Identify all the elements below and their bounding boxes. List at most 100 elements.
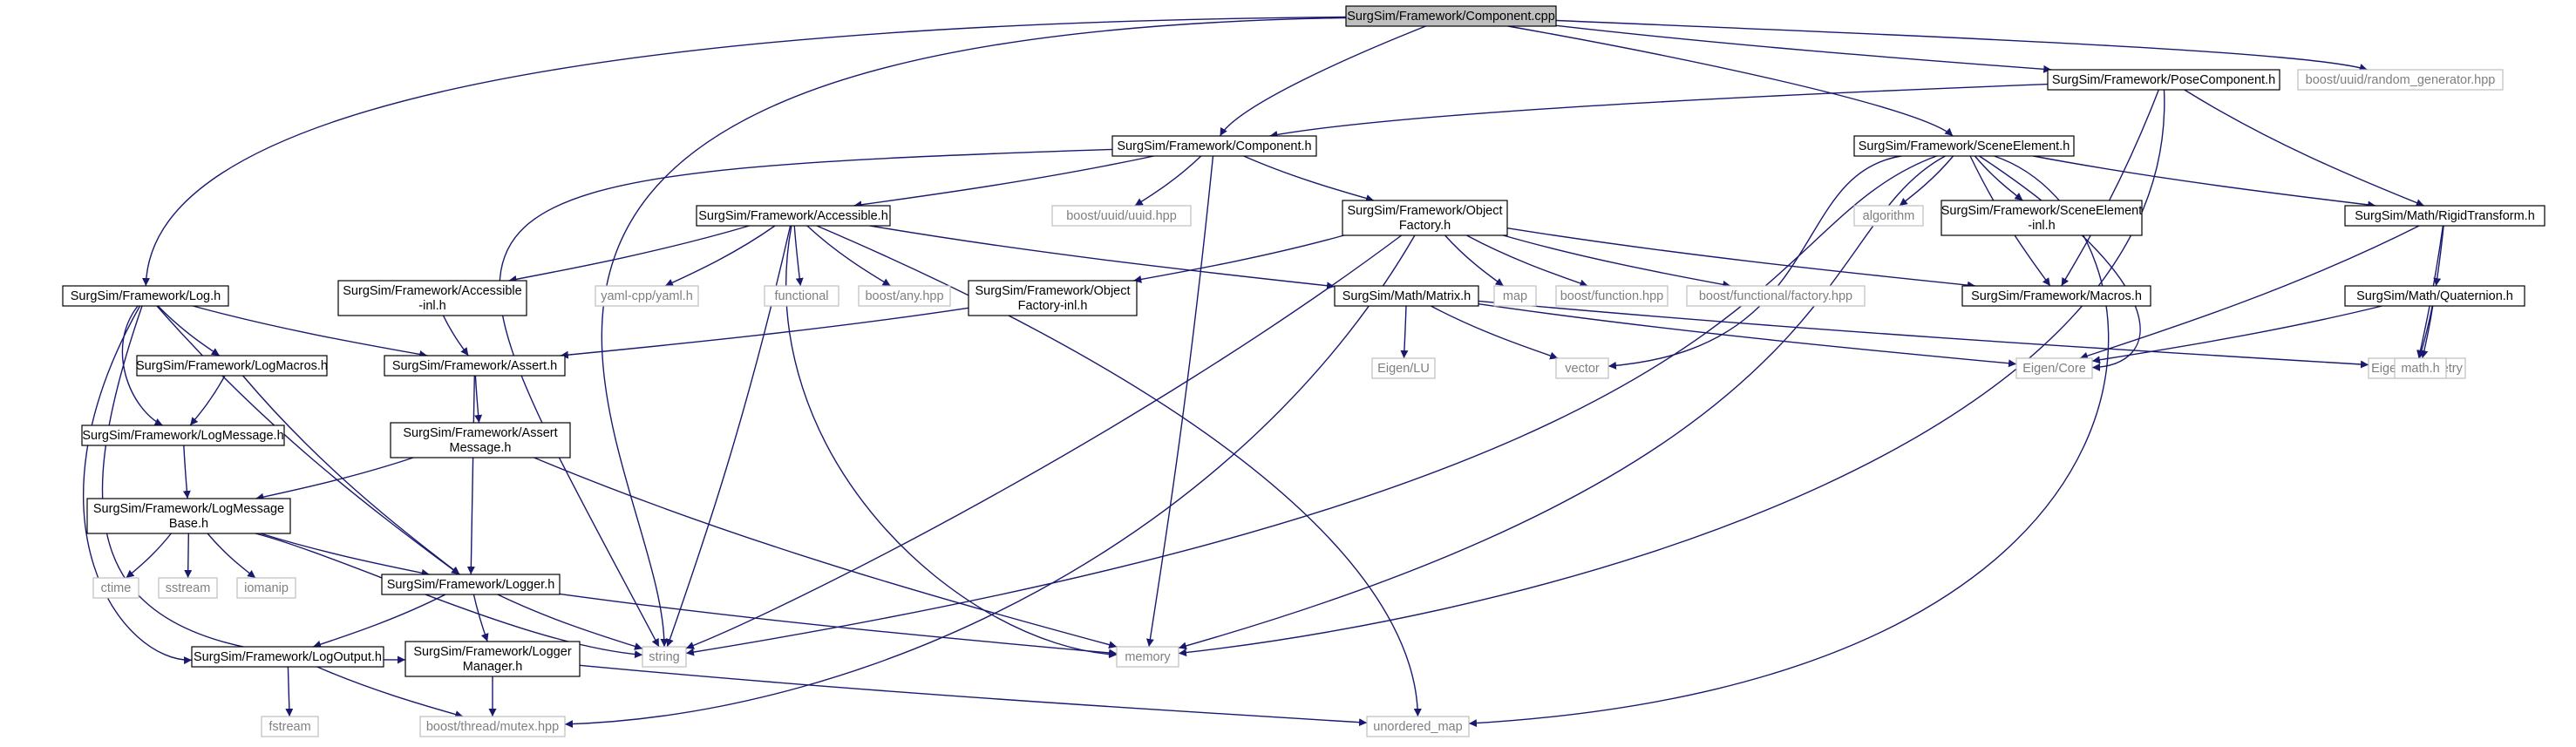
node-box — [595, 285, 699, 307]
node-label: string — [649, 650, 679, 664]
node-logoutput-h[interactable]: SurgSim/Framework/LogOutput.h — [191, 646, 384, 668]
node-box — [191, 646, 384, 668]
node-label: SurgSim/Framework/Logger — [413, 645, 571, 659]
node-box — [968, 280, 1138, 316]
edge-sceneelement_h-to-memory — [1178, 155, 1946, 650]
edge-matrix_h-to-eigen_core — [1478, 303, 2017, 368]
node-box — [858, 285, 951, 307]
edge-assert_h-to-assertmessage_h — [474, 375, 483, 424]
node-label: Base.h — [169, 517, 208, 531]
edge-component_h-to-string — [499, 148, 1113, 648]
edge-component_cpp-to-random_generator — [1555, 19, 2368, 71]
node-box — [404, 641, 581, 677]
node-label: functional — [774, 289, 828, 303]
node-box — [236, 577, 296, 599]
edge-component_cpp-to-log_h — [142, 16, 1347, 287]
node-label: algorithm — [1863, 209, 1915, 223]
node-logger-h[interactable]: SurgSim/Framework/Logger.h — [381, 574, 561, 595]
node-boost-factory: boost/functional/factory.hpp — [1686, 285, 1866, 307]
edge-accessible_inl-to-assert_h — [442, 315, 469, 357]
node-assert-h[interactable]: SurgSim/Framework/Assert.h — [384, 355, 566, 377]
edge-logger_h-to-logoutput_h — [312, 594, 446, 649]
node-box — [86, 498, 291, 534]
node-label: SurgSim/Framework/Logger.h — [387, 578, 555, 592]
node-label: boost/uuid/uuid.hpp — [1066, 209, 1177, 223]
node-rigidtransform-h[interactable]: SurgSim/Math/RigidTransform.h — [2344, 205, 2545, 227]
node-box — [1334, 285, 1479, 307]
node-box — [1345, 5, 1557, 27]
node-functional: functional — [764, 285, 839, 307]
node-box — [1342, 200, 1508, 236]
node-box — [384, 355, 566, 377]
edge-logmacros_h-to-logmessage_h — [189, 375, 226, 426]
edge-loggermanager_h-to-unordered_map — [579, 664, 1368, 727]
edge-log_h-to-assert_h — [193, 305, 428, 358]
node-label: SurgSim/Math/RigidTransform.h — [2355, 209, 2535, 223]
node-matrix-h[interactable]: SurgSim/Math/Matrix.h — [1334, 285, 1479, 307]
node-label: vector — [1565, 362, 1600, 376]
node-box — [2344, 285, 2525, 307]
node-sceneelement-inl[interactable]: SurgSim/Framework/SceneElement-inl.h — [1940, 200, 2143, 236]
node-label: SurgSim/Framework/Assert — [403, 426, 557, 440]
edge-log_h-to-logoutput_h — [83, 305, 193, 665]
edge-matrix_h-to-eigen_lu — [1400, 305, 1409, 359]
node-label: boost/thread/mutex.hpp — [426, 720, 559, 734]
node-boost-any: boost/any.hpp — [858, 285, 951, 307]
node-logmessage-h[interactable]: SurgSim/Framework/LogMessage.h — [81, 424, 285, 446]
node-accessible-inl[interactable]: SurgSim/Framework/Accessible-inl.h — [337, 280, 527, 316]
node-box — [1961, 285, 2151, 307]
edge-log_h-to-logmessage_h — [121, 305, 163, 426]
node-sceneelement-h[interactable]: SurgSim/Framework/SceneElement.h — [1853, 135, 2075, 157]
node-label: SurgSim/Framework/LogMessage — [93, 502, 284, 516]
node-accessible-h[interactable]: SurgSim/Framework/Accessible.h — [696, 205, 891, 227]
node-posecomponent-h[interactable]: SurgSim/Framework/PoseComponent.h — [2047, 69, 2280, 91]
edge-objectfactory_h-to-mutex — [564, 234, 1416, 729]
node-label: SurgSim/Framework/LogMacros.h — [136, 359, 328, 373]
node-component-h[interactable]: SurgSim/Framework/Component.h — [1111, 135, 1317, 157]
node-label: SurgSim/Framework/Component.h — [1117, 139, 1311, 153]
edge-logmacros_h-to-logger_h — [242, 375, 460, 575]
node-log-h[interactable]: SurgSim/Framework/Log.h — [62, 285, 229, 307]
node-memory: memory — [1116, 646, 1179, 668]
node-label: Factory.h — [1399, 219, 1451, 233]
node-component-cpp[interactable]: SurgSim/Framework/Component.cpp — [1345, 5, 1557, 27]
edge-logmessagebase_h-to-ctime — [126, 533, 172, 579]
node-random-generator: boost/uuid/random_generator.hpp — [2297, 69, 2504, 91]
node-box — [381, 574, 561, 595]
node-box — [337, 280, 527, 316]
node-label: boost/functional/factory.hpp — [1699, 289, 1852, 303]
edge-sceneelement_h-to-sceneelement_inl — [1974, 155, 2023, 201]
node-label: SurgSim/Framework/PoseComponent.h — [2052, 73, 2275, 87]
edge-assertmessage_h-to-logmessagebase_h — [255, 457, 414, 501]
edge-matrix_h-to-eigen_geometry — [1478, 300, 2369, 369]
node-label: iomanip — [244, 581, 289, 595]
node-box — [136, 355, 328, 377]
edge-sceneelement_h-to-vector — [1607, 155, 1902, 370]
node-box — [261, 716, 319, 737]
node-label: Eigen/Core — [2022, 362, 2086, 376]
edge-objectfactory_h-to-map — [1444, 234, 1505, 287]
node-box — [1853, 135, 2075, 157]
node-box — [1493, 285, 1537, 307]
node-macros-h[interactable]: SurgSim/Framework/Macros.h — [1961, 285, 2151, 307]
node-box — [62, 285, 229, 307]
node-eigen-core: Eigen/Core — [2015, 357, 2093, 379]
node-string: string — [642, 646, 687, 668]
node-label: SurgSim/Framework/LogOutput.h — [194, 650, 382, 664]
node-label: SurgSim/Framework/Object — [1347, 204, 1502, 218]
node-quaternion-h[interactable]: SurgSim/Math/Quaternion.h — [2344, 285, 2525, 307]
edge-component_h-to-accessible_h — [853, 155, 1154, 209]
node-label: SurgSim/Framework/Component.cpp — [1347, 10, 1555, 24]
edge-sceneelement_h-to-unordered_map — [1468, 155, 2110, 728]
node-box — [2394, 357, 2447, 379]
edge-objectfactory_h-to-boost_function — [1466, 234, 1588, 288]
node-fstream: fstream — [261, 716, 319, 737]
node-unordered-map: unordered_map — [1366, 716, 1470, 737]
node-logmacros-h[interactable]: SurgSim/Framework/LogMacros.h — [136, 355, 328, 377]
